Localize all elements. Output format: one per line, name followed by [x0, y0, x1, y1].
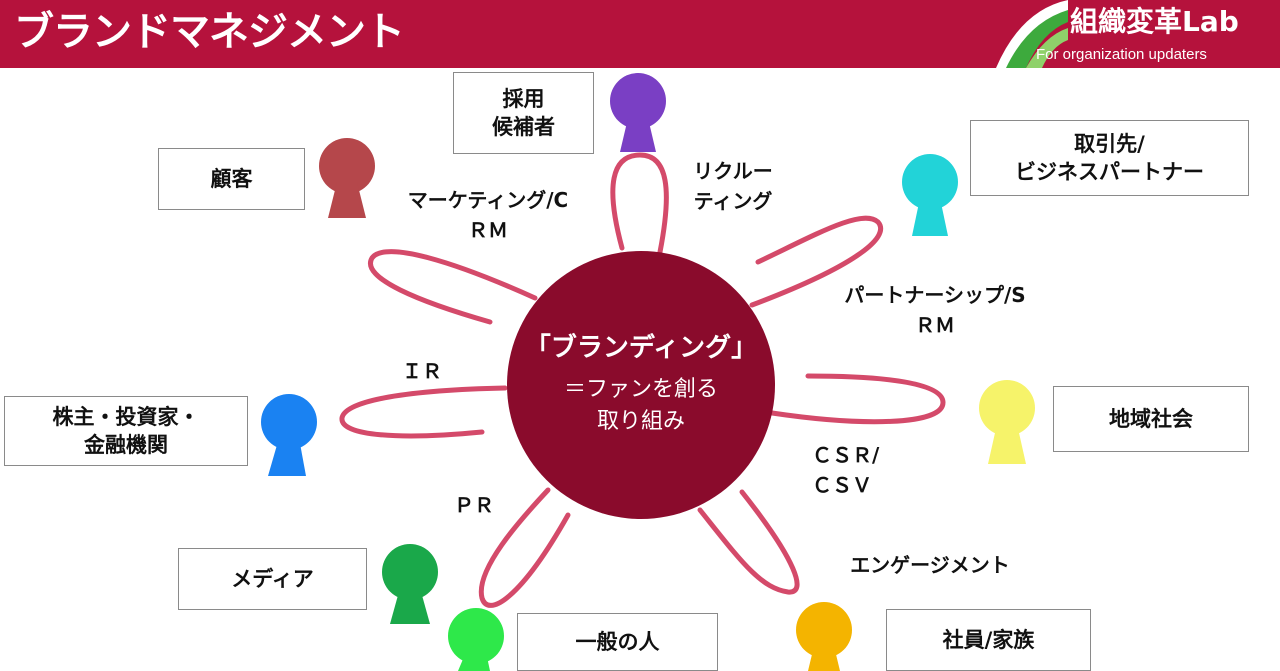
branding-hub	[507, 251, 775, 519]
stakeholder-customer-box: 顧客	[158, 148, 305, 210]
person-media-icon	[382, 544, 438, 624]
activity-marketing-label: マーケティング/C ＲＭ	[407, 188, 569, 242]
stakeholder-partner-box: 取引先/ ビジネスパートナー	[970, 120, 1249, 196]
petal-marketing	[368, 249, 538, 325]
person-community-icon	[979, 380, 1035, 464]
stakeholder-community-box: 地域社会	[1053, 386, 1249, 452]
stakeholder-public-box: 一般の人	[517, 613, 718, 671]
person-public-icon	[448, 608, 504, 671]
petal-partnership	[749, 215, 884, 308]
person-customer-icon	[319, 138, 375, 218]
logo-tagline: For organization updaters	[1036, 46, 1207, 63]
activity-pr-label: ＰＲ	[454, 493, 494, 517]
person-investor-icon	[261, 394, 317, 476]
person-employee-icon	[796, 602, 852, 671]
petal-pr	[478, 487, 571, 608]
hub-subtitle: ＝ファンを創る 取り組み	[563, 377, 718, 434]
logo-name: 組織変革Lab	[1070, 5, 1239, 38]
activity-engagement-label: エンゲージメント	[850, 553, 1010, 577]
brand-diagram	[261, 73, 1035, 671]
activity-csr-label: ＣＳＲ/ ＣＳＶ	[812, 443, 880, 497]
stakeholder-employee-box: 社員/家族	[886, 609, 1091, 671]
activity-ir-label: ＩＲ	[402, 359, 442, 383]
stakeholder-media-box: メディア	[178, 548, 367, 610]
petal-ir	[339, 385, 508, 439]
petal-csr	[769, 373, 946, 425]
activity-partnership-label: パートナーシップ/S ＲＭ	[844, 283, 1026, 337]
hub-title: 「ブランディング」	[524, 333, 758, 363]
petal-engagement	[697, 489, 800, 595]
page-title: ブランドマネジメント	[14, 9, 405, 55]
person-recruit-icon	[610, 73, 666, 152]
person-partner-icon	[902, 154, 958, 236]
stakeholder-recruit-box: 採用 候補者	[453, 72, 594, 154]
activity-recruiting-label: リクルー ティング	[693, 159, 773, 213]
petal-recruiting	[610, 152, 669, 255]
stakeholder-investor-box: 株主・投資家・ 金融機関	[4, 396, 248, 466]
logo-swoosh-icon	[996, 0, 1068, 68]
